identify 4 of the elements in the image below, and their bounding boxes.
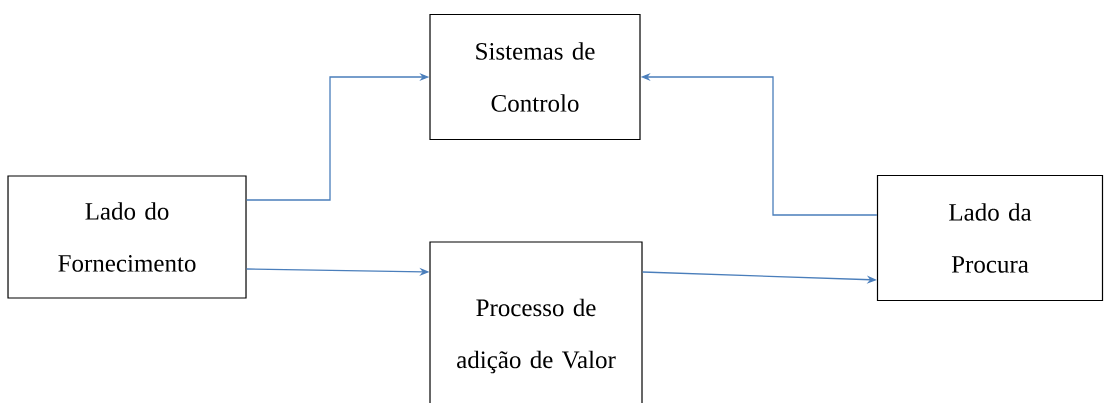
process-box: Lado da Procura: [876, 174, 1104, 302]
process-box: Lado do Fornecimento: [7, 175, 247, 299]
process-box: Processo de adição de Valor: [429, 241, 643, 403]
process-box: Sistemas de Controlo: [429, 13, 641, 141]
